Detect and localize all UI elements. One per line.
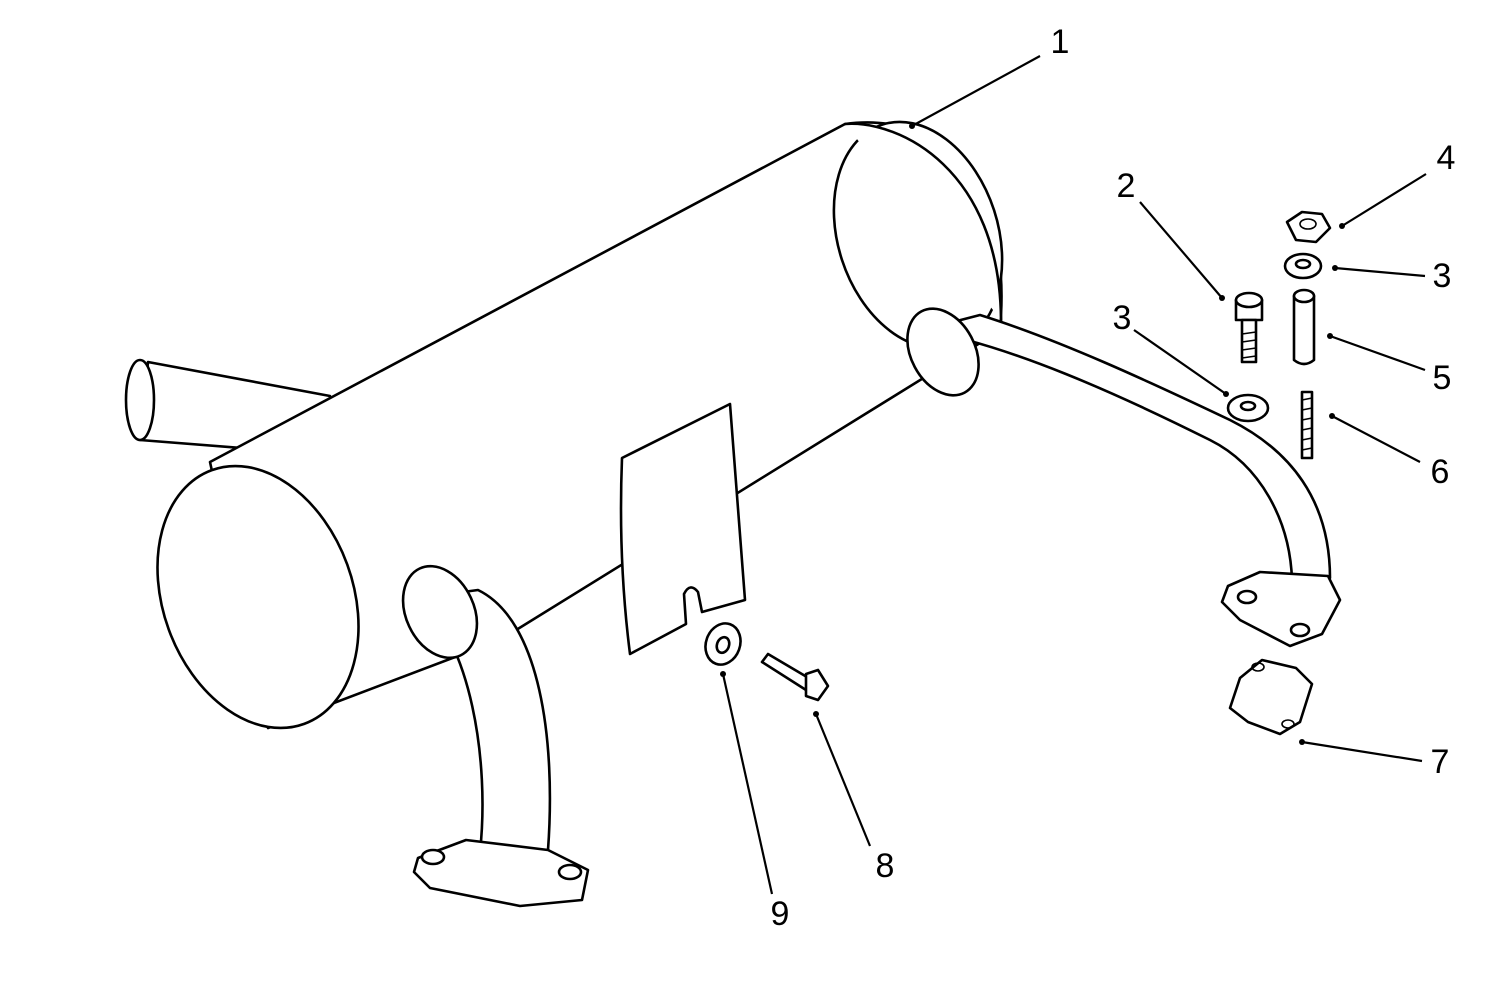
washer-top — [1283, 252, 1323, 280]
muffler-body — [156, 120, 1004, 730]
callout-2: 2 — [1117, 167, 1136, 205]
gasket — [1228, 658, 1314, 736]
callout-8: 8 — [876, 847, 895, 885]
socket-bolt — [1234, 291, 1264, 364]
leader-lines — [720, 55, 1427, 895]
callout-3-right: 3 — [1433, 257, 1452, 295]
callout-5: 5 — [1433, 359, 1452, 397]
washer-bottom — [704, 622, 742, 666]
hex-nut — [1285, 210, 1332, 244]
callout-3-left: 3 — [1113, 299, 1132, 337]
front-inlet-pipe — [401, 564, 590, 908]
stud — [1300, 390, 1314, 460]
rear-inlet-pipe — [906, 307, 1342, 648]
callout-6: 6 — [1431, 453, 1450, 491]
callout-4: 4 — [1437, 139, 1456, 177]
callout-1: 1 — [1051, 23, 1070, 61]
callout-9: 9 — [771, 895, 790, 933]
heat-shield-plate — [619, 402, 747, 656]
washer-left — [1226, 393, 1270, 423]
hex-bolt — [760, 652, 830, 702]
callout-7: 7 — [1431, 743, 1450, 781]
spacer-tube — [1292, 288, 1316, 366]
